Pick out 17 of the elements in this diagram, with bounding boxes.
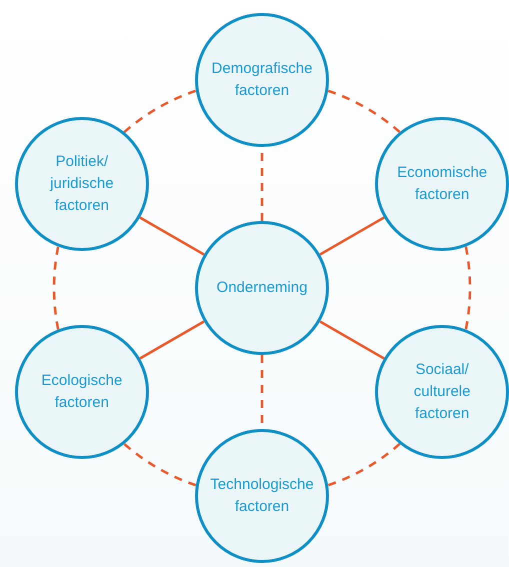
node-label: Politiek/ juridische factoren <box>48 152 115 216</box>
node-label: Onderneming <box>216 278 308 298</box>
dashed-line <box>52 246 60 330</box>
connector-line <box>139 320 205 360</box>
dashed-line <box>328 442 400 486</box>
node-label: Economische factoren <box>396 163 488 205</box>
node-label: Technologische factoren <box>209 475 315 517</box>
node-label: Sociaal/ culturele factoren <box>412 360 472 424</box>
dashed-line <box>124 90 196 134</box>
connector-line <box>319 320 385 360</box>
node-label: Demografische factoren <box>210 59 314 101</box>
connector-line <box>319 216 385 256</box>
connector-line <box>139 216 205 256</box>
dashed-line <box>124 442 196 486</box>
dashed-line <box>464 246 472 330</box>
node-label: Ecologische factoren <box>40 371 124 413</box>
dashed-line <box>328 90 400 134</box>
